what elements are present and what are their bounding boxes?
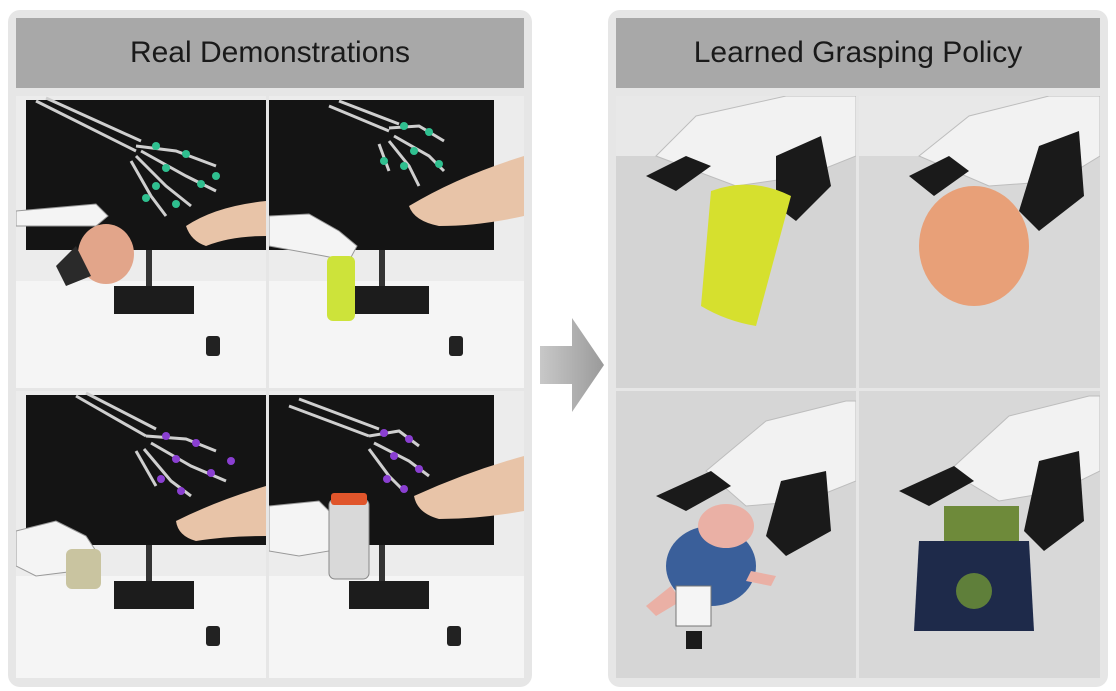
policy-photo-yellow-slime [616, 96, 856, 388]
demo-photo-clear-jar [269, 391, 524, 678]
policy-photo-snack-bag [859, 391, 1100, 678]
real-demonstrations-panel: Real Demonstrations [8, 10, 532, 687]
panel-title-real-demonstrations: Real Demonstrations [16, 18, 524, 88]
right-arrow-icon [540, 318, 604, 412]
policy-grid [616, 96, 1100, 678]
demo-photo-pink-ball [16, 96, 266, 388]
demonstration-grid [16, 96, 524, 678]
policy-photo-pink-ball [859, 96, 1100, 388]
panel-title-learned-grasping-policy: Learned Grasping Policy [616, 18, 1100, 88]
learned-grasping-policy-panel: Learned Grasping Policy [608, 10, 1108, 687]
demo-photo-small-can [16, 391, 266, 678]
demo-photo-yellow-slime [269, 96, 524, 388]
virtual-hand-skeleton [35, 96, 217, 217]
policy-photo-plush-toy [616, 391, 856, 678]
